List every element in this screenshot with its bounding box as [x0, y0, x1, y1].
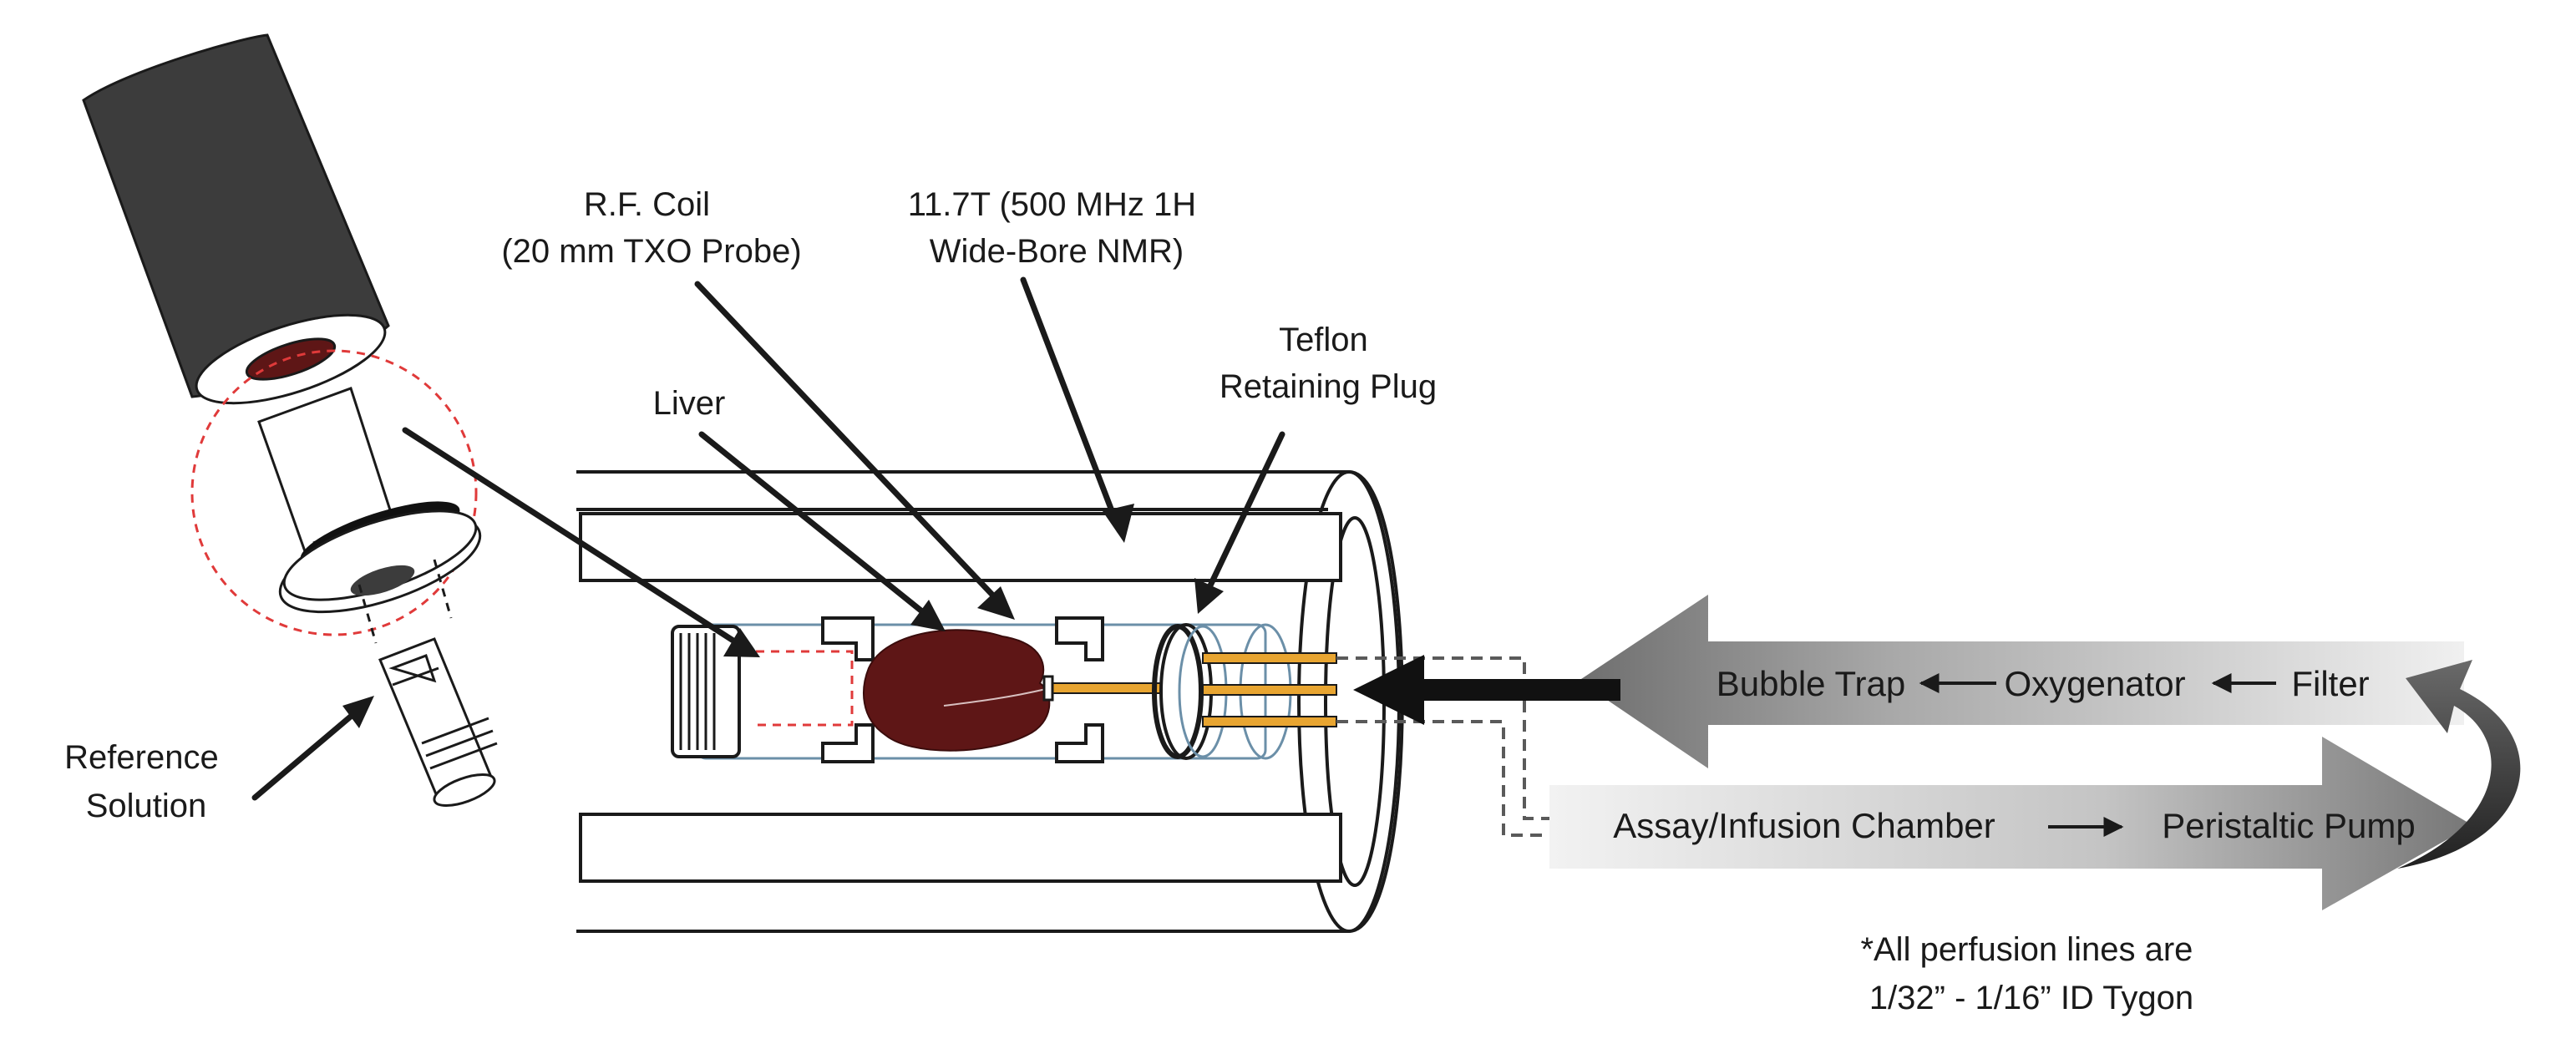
tygon-note: *All perfusion lines are 1/32” - 1/16” I…	[1860, 931, 2202, 1016]
detail-highlight-circle	[190, 349, 478, 636]
coil-clips	[821, 616, 1104, 763]
assay-chamber-label: Assay/Infusion Chamber	[1613, 806, 1995, 845]
reference-pointer	[251, 702, 367, 801]
sample-tube	[671, 616, 1337, 763]
inflow-arrow	[1353, 655, 1620, 725]
magnet-upper-wall	[579, 512, 1342, 582]
loop-curve-arrow	[2397, 660, 2521, 869]
bubble-trap-label: Bubble Trap	[1716, 664, 1906, 703]
oxygenator-label: Oxygenator	[2004, 664, 2185, 703]
rf-probe	[82, 33, 498, 807]
supply-flow-arrow	[1549, 737, 2472, 910]
rf-coil-pointer	[694, 281, 1010, 613]
teflon-pointer	[1199, 431, 1285, 605]
magnet-lower-wall	[579, 813, 1342, 883]
perfusion-tubes	[1202, 652, 1337, 727]
probe-insert-pointer	[402, 427, 751, 653]
tube-cap	[671, 625, 741, 758]
rf-coil-label: R.F. Coil (20 mm TXO Probe)	[501, 186, 801, 270]
teflon-plug	[1152, 623, 1228, 760]
return-flow-arrow	[1579, 595, 2464, 768]
reference-label: Reference Solution	[64, 739, 228, 824]
liver-tissue	[863, 629, 1051, 752]
liver-pointer	[698, 431, 939, 626]
filter-label: Filter	[2291, 664, 2369, 703]
magnet-bore	[576, 470, 1404, 933]
peristaltic-pump-label: Peristaltic Pump	[2162, 806, 2415, 845]
magnet-pointer	[1020, 276, 1123, 534]
knurled-ring	[278, 509, 482, 614]
leader-arrows	[251, 276, 1285, 801]
magnet-label: 11.7T (500 MHz 1H Wide-Bore NMR)	[908, 186, 1205, 270]
teflon-label: Teflon Retaining Plug	[1220, 322, 1437, 405]
liver-label: Liver	[653, 385, 726, 422]
